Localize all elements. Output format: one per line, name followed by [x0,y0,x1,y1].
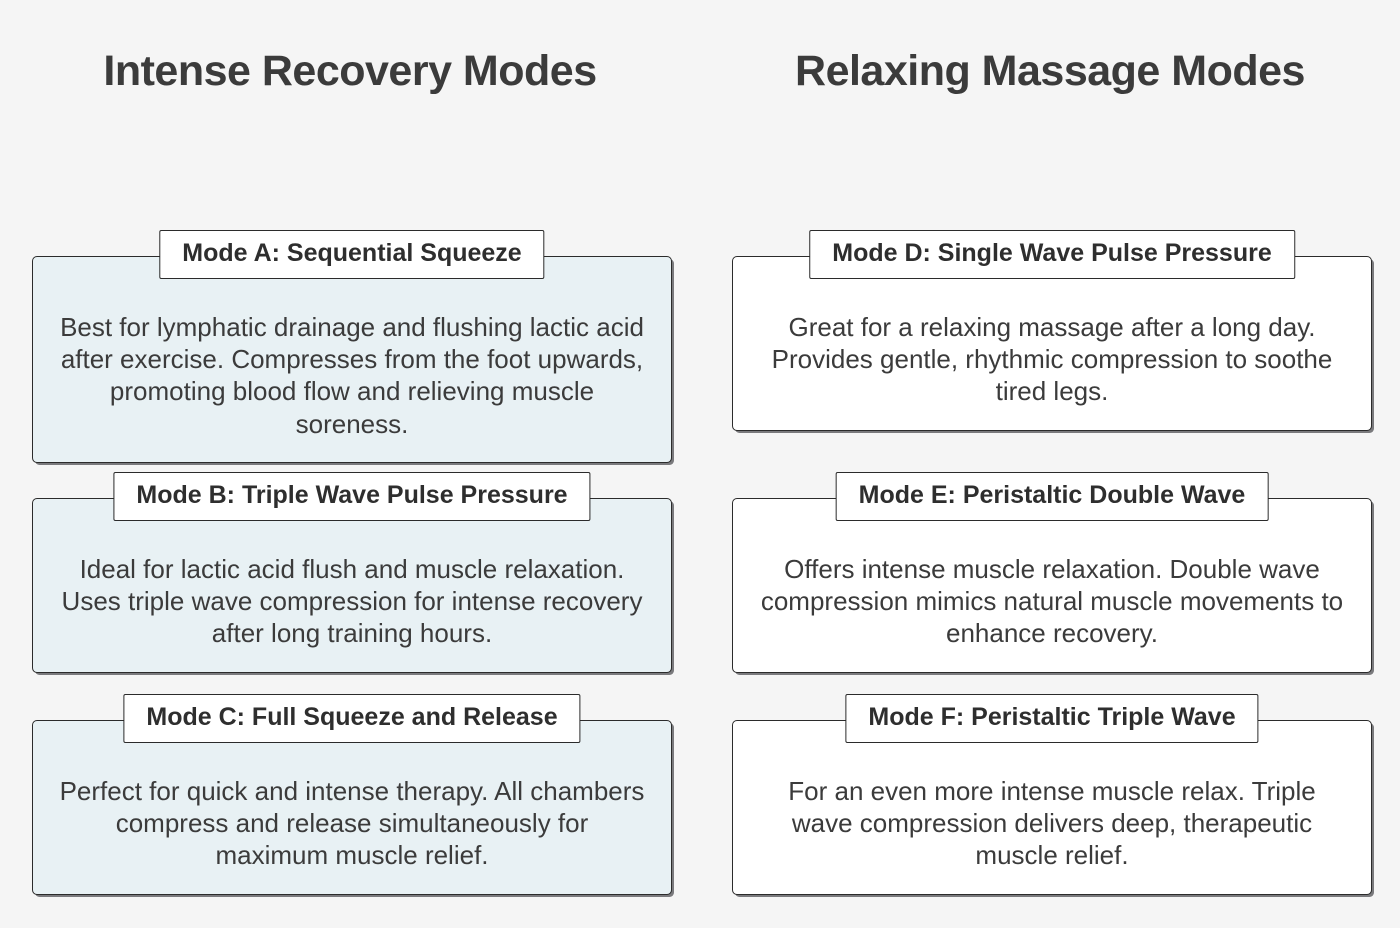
mode-card-e-description: Offers intense muscle relaxation. Double… [760,554,1344,649]
mode-card-b-body: Ideal for lactic acid flush and muscle r… [32,498,672,673]
mode-card-f-title: Mode F: Peristaltic Triple Wave [845,694,1259,743]
mode-card-d-description: Great for a relaxing massage after a lon… [771,312,1333,407]
mode-card-c-title: Mode C: Full Squeeze and Release [123,694,581,743]
mode-card-f-body: For an even more intense muscle relax. T… [732,720,1372,895]
mode-card-f-description: For an even more intense muscle relax. T… [788,776,1316,871]
mode-card-a-description: Best for lymphatic drainage and flushing… [60,312,644,439]
column-intense-recovery: Intense Recovery Modes Best for lymphati… [32,47,672,895]
card-list-relaxing-massage: Great for a relaxing massage after a lon… [700,0,1400,928]
mode-card-e-body: Offers intense muscle relaxation. Double… [732,498,1372,673]
mode-card-b-title: Mode B: Triple Wave Pulse Pressure [113,472,591,521]
column-title-relaxing-massage: Relaxing Massage Modes [795,47,1305,95]
card-list-intense-recovery: Best for lymphatic drainage and flushing… [32,230,672,895]
mode-card-e-title: Mode E: Peristaltic Double Wave [835,472,1269,521]
mode-card-b-description: Ideal for lactic acid flush and muscle r… [61,554,643,649]
column-title-intense-recovery: Intense Recovery Modes [103,47,597,95]
mode-card-d-title: Mode D: Single Wave Pulse Pressure [809,230,1295,279]
mode-card-c-description: Perfect for quick and intense therapy. A… [59,776,645,871]
mode-card-a-body: Best for lymphatic drainage and flushing… [32,256,672,463]
mode-card-a-title: Mode A: Sequential Squeeze [159,230,545,279]
column-relaxing-massage: Relaxing Massage Modes Great for a relax… [700,0,1400,928]
mode-card-c-body: Perfect for quick and intense therapy. A… [32,720,672,895]
mode-card-d-body: Great for a relaxing massage after a lon… [732,256,1372,431]
